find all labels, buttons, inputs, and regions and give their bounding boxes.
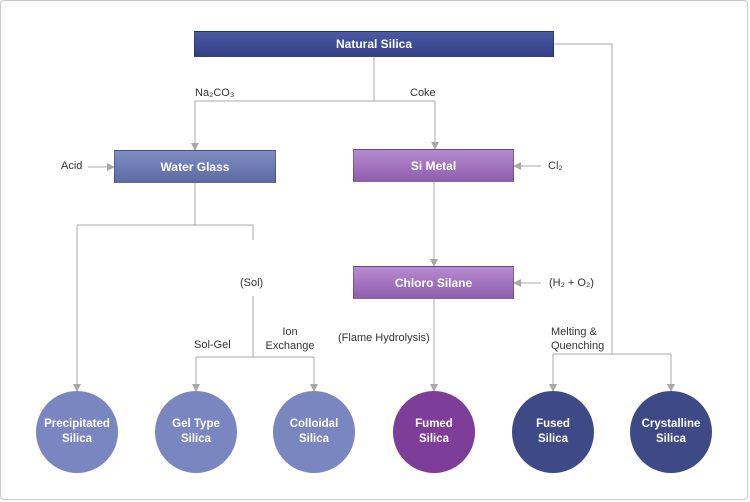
natural-silica-node: Natural Silica <box>194 31 554 57</box>
precipitated-silica-node: Precipitated Silica <box>36 391 118 473</box>
link-water-glass-down <box>77 183 254 240</box>
natural-silica-label: Natural Silica <box>335 37 413 51</box>
link-to-gel <box>196 356 314 391</box>
ion-exchange-label: Ion Exchange <box>265 326 315 352</box>
water-glass-node: Water Glass <box>114 150 276 183</box>
crystalline-silica-node: Crystalline Silica <box>630 391 712 473</box>
colloidal-silica-label: Colloidal Silica <box>289 418 339 445</box>
coke-label: Coke <box>410 87 436 99</box>
na2co3-label: Na₂CO₃ <box>195 87 235 99</box>
h2o2-label: (H₂ + O₂) <box>549 277 594 289</box>
link-natural-to-right <box>554 43 613 354</box>
precipitated-silica-label: Precipitated Silica <box>44 418 110 445</box>
colloidal-silica-node: Colloidal Silica <box>273 391 355 473</box>
fused-silica-label: Fused Silica <box>536 418 570 445</box>
gel-type-silica-label: Gel Type Silica <box>172 418 220 445</box>
fumed-silica-label: Fumed Silica <box>415 418 453 445</box>
flame-hydrolysis-label: (Flame Hydrolysis) <box>338 332 430 344</box>
sol-label: (Sol) <box>240 277 264 289</box>
cl2-label: Cl₂ <box>548 160 563 172</box>
acid-label: Acid <box>61 160 83 172</box>
gel-type-silica-node: Gel Type Silica <box>155 391 237 473</box>
si-metal-node: Si Metal <box>353 149 514 182</box>
fumed-silica-node: Fumed Silica <box>393 391 475 473</box>
melting-quenching-label: Melting & Quenching <box>551 326 605 352</box>
chloro-silane-node: Chloro Silane <box>353 266 514 299</box>
fused-silica-node: Fused Silica <box>512 391 594 473</box>
crystalline-silica-label: Crystalline Silica <box>641 418 701 445</box>
chloro-silane-label: Chloro Silane <box>394 275 473 290</box>
link-to-fused <box>553 353 671 391</box>
sol-gel-label: Sol-Gel <box>194 339 231 351</box>
link-split-to-water-glass <box>195 100 435 150</box>
water-glass-label: Water Glass <box>160 159 230 174</box>
si-metal-label: Si Metal <box>410 158 457 173</box>
